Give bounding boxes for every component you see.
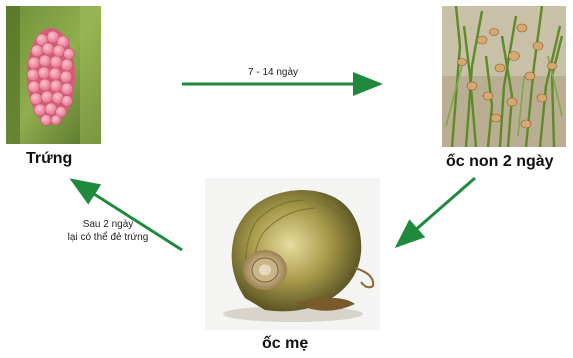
arrow-juvenile-to-mother	[397, 178, 475, 246]
relay-note-line2: lại có thể đẻ trứng	[52, 231, 164, 244]
duration-label: 7 - 14 ngày	[248, 66, 298, 79]
relay-note-line1: Sau 2 ngày	[58, 218, 158, 231]
